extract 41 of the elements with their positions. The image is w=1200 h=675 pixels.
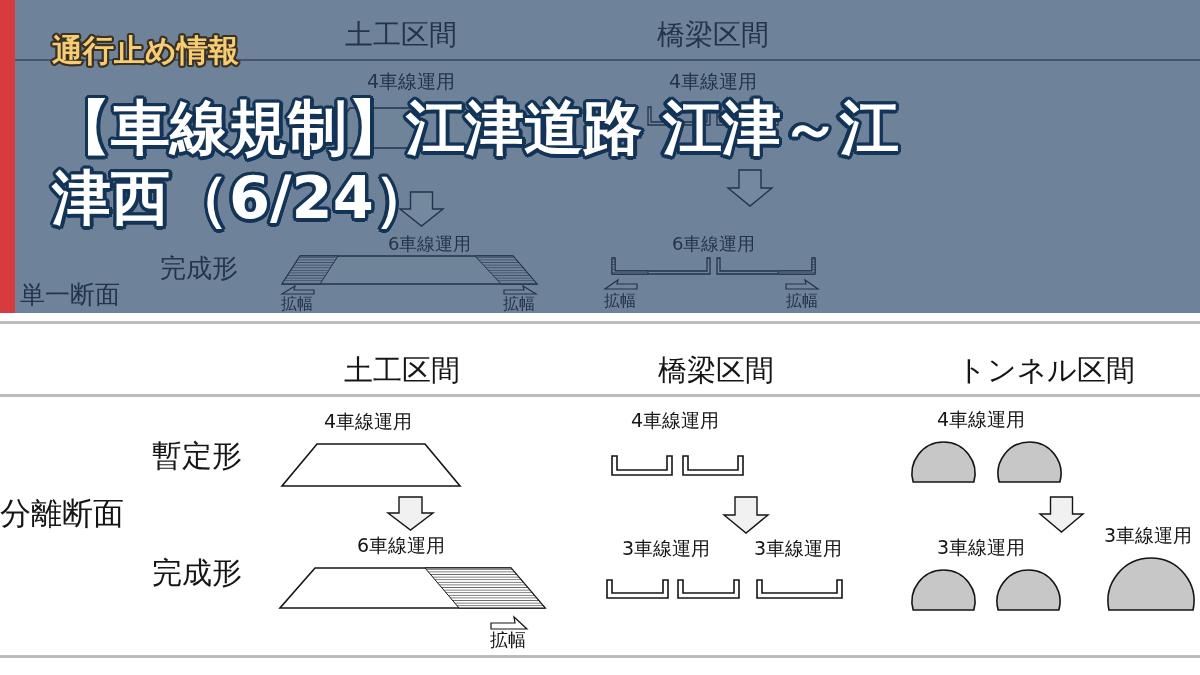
bridge-cross-section [683, 456, 743, 475]
row-label: 完成形 [160, 255, 238, 281]
lane-caption: 3車線運用 [754, 539, 843, 558]
tunnel-cross-section [997, 570, 1060, 610]
lane-caption: 6車線運用 [388, 235, 472, 253]
bridge-cross-section [612, 258, 710, 274]
tunnel-cross-section [912, 570, 975, 610]
widening-label: 拡幅 [490, 631, 526, 649]
lane-caption: 3車線運用 [1104, 526, 1193, 545]
headline-text: 【車線規制】江津道路 江津～江津西（6/24） [52, 93, 900, 233]
widening-label: 拡幅 [786, 293, 818, 309]
block-arrow [1038, 496, 1085, 533]
lane-caption: 3車線運用 [937, 538, 1026, 557]
section-heading: 土工区間 [345, 21, 457, 49]
tunnel-cross-section [912, 442, 975, 482]
lane-caption: 6車線運用 [357, 536, 446, 555]
lane-caption: 4車線運用 [367, 72, 456, 91]
section-heading: 土工区間 [344, 356, 460, 385]
bridge-cross-section [678, 580, 739, 598]
lane-caption: 4車線運用 [324, 412, 413, 431]
widening-label: 拡幅 [604, 293, 636, 309]
bridge-cross-section [717, 258, 815, 274]
block-arrow [726, 169, 774, 207]
lane-caption: 6車線運用 [672, 235, 756, 253]
bridge-cross-section [607, 580, 668, 598]
lane-caption: 4車線運用 [937, 410, 1026, 429]
bridge-cross-section [612, 456, 672, 475]
lane-caption: 4車線運用 [669, 72, 758, 91]
tunnel-cross-section [998, 442, 1061, 482]
row-label: 暫定形 [152, 441, 242, 471]
section-heading: 橋梁区間 [657, 21, 769, 49]
section-heading: 橋梁区間 [658, 356, 774, 385]
category-label: 通行止め情報 [52, 35, 239, 66]
lane-caption: 3車線運用 [622, 539, 711, 558]
section-heading: トンネル区間 [957, 356, 1135, 385]
block-arrow [722, 496, 770, 534]
block-arrow [385, 496, 436, 531]
row-label: 完成形 [152, 558, 242, 588]
lane-caption: 4車線運用 [631, 411, 720, 430]
row-heading: 単一断面 [20, 282, 120, 307]
row-heading: 分離断面 [0, 498, 124, 529]
